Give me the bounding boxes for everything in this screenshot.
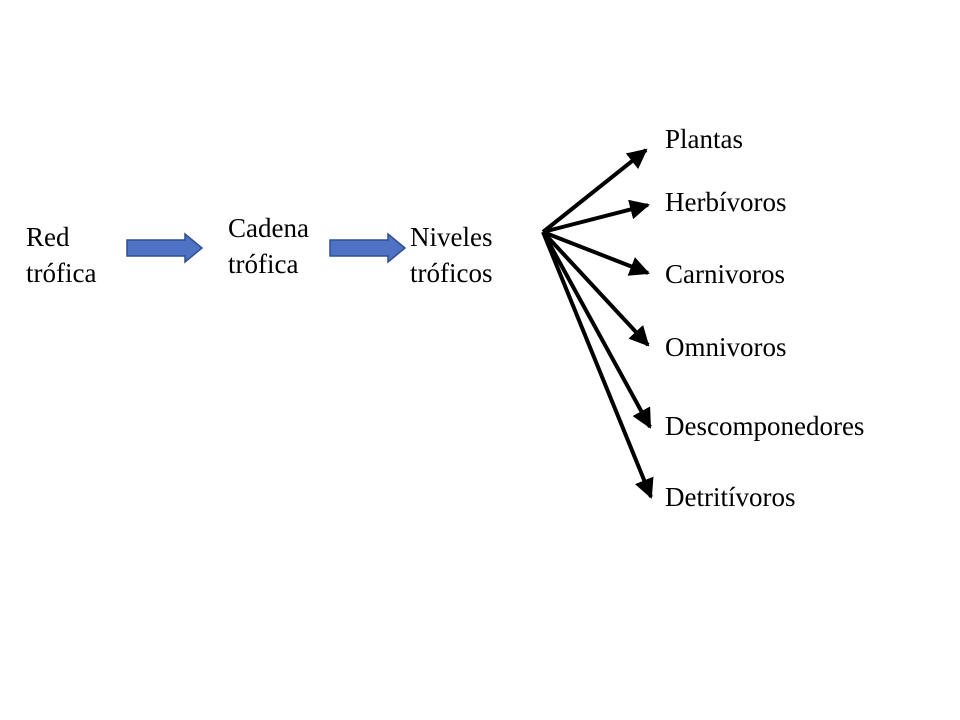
branch-label-plantas: Plantas [665,124,743,154]
node-cadena-trofica-line1: Cadena [228,213,309,243]
branch-label-detritivoros: Detritívoros [665,482,796,512]
node-red-trofica: Red trófica [26,219,96,291]
branch-label-omnivoros: Omnivoros [665,332,787,362]
branch-arrow-descomponedores [541,231,652,429]
branch-arrow-detritivoros [541,231,654,499]
branch-arrow-herbivoros [542,199,650,234]
branch-arrow-carnivoros [542,230,650,276]
branch-arrow-omnivoros [541,230,650,347]
block-arrow-red-to-cadena [126,232,204,264]
node-red-trofica-line1: Red [26,222,70,252]
node-niveles-troficos-line1: Niveles [410,222,493,252]
node-niveles-troficos-line2: tróficos [410,258,493,288]
block-arrow-cadena-to-niveles [329,232,407,264]
branch-label-herbivoros: Herbívoros [665,187,787,217]
node-cadena-trofica: Cadena trófica [228,210,309,282]
node-niveles-troficos: Niveles tróficos [410,219,492,291]
node-cadena-trofica-line2: trófica [228,249,299,279]
node-red-trofica-line2: trófica [26,258,97,288]
branch-arrow-plantas [541,148,648,234]
branch-label-descomponedores: Descomponedores [665,411,865,441]
branch-label-carnivoros: Carnivoros [665,259,785,289]
